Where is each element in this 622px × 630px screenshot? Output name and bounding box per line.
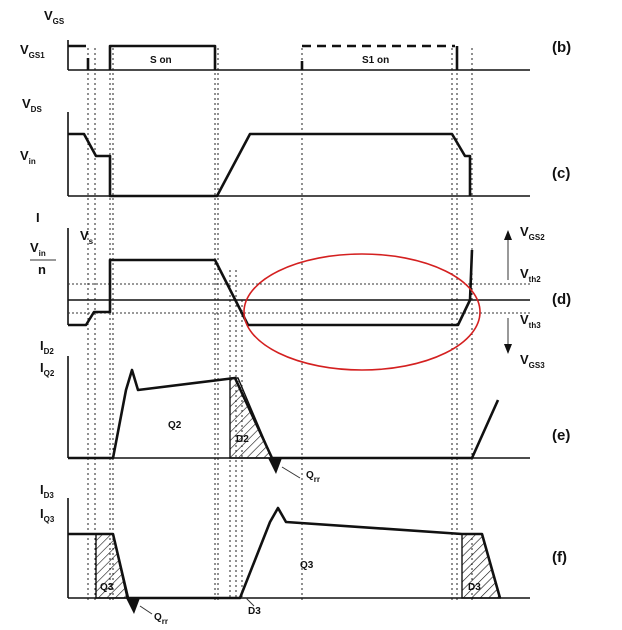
d3-reverse-recovery-spike xyxy=(126,598,140,614)
q3-main-area-label: Q3 xyxy=(300,560,314,571)
panel-d: I Vs Vin n VGS2 Vth2 Vth3 VGS3 (d) xyxy=(30,210,571,371)
vth3-label: Vth3 xyxy=(520,312,541,330)
panel-d-vin-fraction: Vin xyxy=(30,240,46,258)
iq3-waveform xyxy=(68,506,502,600)
vth2-label: Vth2 xyxy=(520,266,541,284)
panel-e: ID2 IQ2 Q2 D2 Qrr (e) xyxy=(40,338,570,484)
panel-b-y-label: VGS xyxy=(44,8,65,26)
qrr-pointer-f xyxy=(139,605,153,615)
q3-left-area-label: Q3 xyxy=(100,582,114,593)
panel-d-fraction-den: n xyxy=(38,262,46,277)
highlight-ellipse xyxy=(243,253,481,371)
d3-pointer xyxy=(245,597,255,607)
d2-area-label: D2 xyxy=(236,434,249,445)
iq2-waveform xyxy=(68,368,500,460)
panel-d-tag: (d) xyxy=(552,291,571,308)
panel-d-vs-label: Vs xyxy=(80,228,94,246)
vgs3-arrowhead xyxy=(504,344,512,354)
panel-e-id2-label: ID2 xyxy=(40,338,54,356)
panel-c: VDS Vin (c) xyxy=(20,96,570,198)
secondary-waveform xyxy=(68,249,474,327)
panel-b-level-label: VGS1 xyxy=(20,42,45,60)
d3-right-area-label: D3 xyxy=(468,582,481,593)
panel-c-vin-label: Vin xyxy=(20,148,36,166)
vds-waveform xyxy=(68,132,472,198)
panel-e-tag: (e) xyxy=(552,427,570,444)
q2-area-label: Q2 xyxy=(168,420,182,431)
panel-f: ID3 IQ3 Q3 Q3 D3 D3 Qrr (f) xyxy=(40,482,567,626)
s-gate-pulse xyxy=(108,44,217,70)
vgs2-arrowhead xyxy=(504,230,512,240)
d3-bottom-label: D3 xyxy=(248,606,261,617)
panel-f-tag: (f) xyxy=(552,549,567,566)
qrr-label-f: Qrr xyxy=(154,612,168,626)
panel-c-y-label: VDS xyxy=(22,96,42,114)
panel-e-iq2-label: IQ2 xyxy=(40,360,55,378)
qrr-pointer-e xyxy=(281,466,301,479)
s1-on-label: S1 on xyxy=(362,55,389,66)
panel-c-tag: (c) xyxy=(552,165,570,182)
s-on-label: S on xyxy=(150,55,172,66)
s1-gate-pulse xyxy=(300,44,455,70)
panel-b: VGS VGS1 S on S1 on (b) xyxy=(20,8,571,71)
panel-d-i-label: I xyxy=(36,210,40,225)
d2-reverse-recovery-spike xyxy=(268,458,282,474)
vgs2-label: VGS2 xyxy=(520,224,545,242)
panel-f-iq3-label: IQ3 xyxy=(40,506,55,524)
panel-f-id3-label: ID3 xyxy=(40,482,54,500)
vgs3-label: VGS3 xyxy=(520,352,545,370)
qrr-label-e: Qrr xyxy=(306,470,320,484)
panel-b-tag: (b) xyxy=(552,39,571,56)
